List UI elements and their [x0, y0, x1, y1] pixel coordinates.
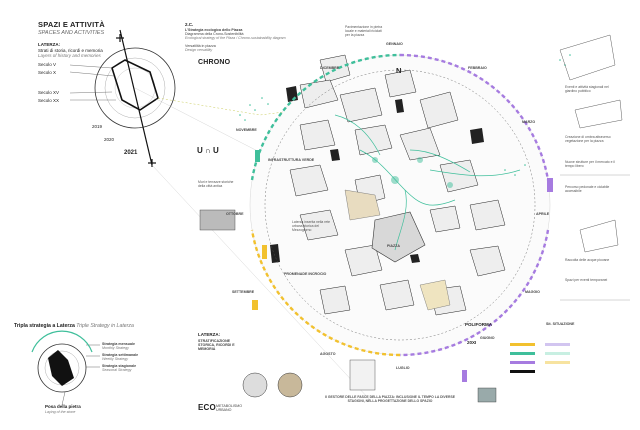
month-label: SETTEMBRE [232, 290, 255, 294]
right-note: Percorso pedonale e ciclabile accessibil… [565, 185, 610, 193]
month-label: MAGGIO [525, 290, 540, 294]
year-label: 2019 [92, 124, 103, 129]
poliform-label: POLIFORMA [465, 322, 492, 327]
strategy-circle [31, 330, 100, 406]
strategy-item-en: Seasonal Strategy [102, 368, 132, 372]
year-20-label: 20XI [467, 340, 477, 345]
right-sketches [559, 34, 630, 301]
eco-label: ECO [198, 403, 216, 412]
layers-title: LATERZA: [38, 42, 61, 47]
versatility-it: Versatilità in piazza [185, 44, 216, 48]
century-label: Secolo V [38, 62, 57, 67]
bottom-thumbnails [199, 209, 497, 403]
right-note: Eventi e attività stagionali nel giardin… [565, 85, 609, 93]
legend-strip [510, 343, 570, 373]
versatility-en: Design versatility [185, 48, 213, 52]
stratification-label: STRATIFICAZIONE STORICA, RICORDI E MEMOR… [198, 339, 235, 352]
month-label: LUGLIO [396, 366, 410, 370]
section-title: SPAZI E ATTIVITÀ [38, 20, 105, 29]
compass-north: N [396, 66, 402, 75]
map-circle [239, 53, 571, 382]
infrastructure-label: INFRASTRUTTURA VERDE [268, 158, 315, 162]
eco-sub: METABOLISMO URBANO [216, 404, 243, 413]
year-label: 2021 [124, 150, 138, 156]
situation-label: Sit. SITUAZIONE [546, 322, 575, 326]
month-label: AGOSTO [320, 352, 336, 356]
bottom-note: Il GESTORE DELLE FASCE DELLA PIAZZA: INC… [325, 395, 455, 403]
left-note: Muri e terrazze storiche della città ant… [198, 180, 234, 188]
century-label: Secolo XV [38, 90, 60, 95]
month-label: MARZO [522, 120, 536, 124]
u-symbol: U ∩ U [197, 146, 219, 155]
month-label: OTTOBRE [226, 212, 244, 216]
header-number: 2.C. [185, 22, 194, 27]
header-line: Diagramma della Crono-Sostenibilità [185, 32, 244, 36]
strategy-item: Strategia settimanale [102, 353, 139, 357]
right-note: Creazione di ombra attraverso vegetazion… [565, 135, 611, 143]
month-label: GENNAIO [386, 42, 403, 46]
promenade-label: PROMENADE INCROCIO [284, 272, 327, 276]
right-note: Spazi per eventi temporanei [565, 278, 608, 282]
strategy-item-en: Weekly Strategy [102, 357, 129, 361]
chrono-label: CHRONO [198, 59, 231, 66]
right-note: Nuove strutture per il mercato e il temp… [565, 160, 615, 168]
month-label: FEBBRAIO [468, 66, 487, 70]
top-note: Pavimentazione in pietra locale e materi… [345, 25, 383, 37]
strategy-item-en: Monthly Strategy [102, 346, 129, 350]
strategy-item: Strategia stagionale [102, 364, 137, 368]
plaza-label: PIAZZA [387, 244, 400, 248]
center-note: Laterza inserita nella rete urbana stori… [292, 220, 331, 232]
century-label: Secolo XX [38, 98, 60, 103]
strategy-title: Tripla strategia a Laterza Triple Strate… [14, 323, 134, 329]
month-label: GIUGNO [480, 336, 495, 340]
stone-title: Posa della pietra [45, 404, 81, 409]
section-subtitle: SPACES AND ACTIVITIES [38, 30, 105, 36]
stone-subtitle: Laying of the stone [45, 410, 76, 414]
year-label: 2020 [104, 137, 115, 142]
header-line: L'Strategia ecologica dello Piazza [185, 28, 243, 32]
month-label: DICEMBRE [320, 66, 340, 70]
layers-desc-en: Layers of history and memories [38, 53, 101, 58]
layers-desc-it: Strati di storia, ricordi e memoria [38, 48, 103, 53]
month-label: NOVEMBRE [236, 128, 257, 132]
laterza-label: LATERZA: [198, 332, 221, 337]
month-label: APRILE [536, 212, 550, 216]
right-note: Raccolta delle acque piovane [565, 258, 610, 262]
century-label: Secolo X [38, 70, 57, 75]
strategy-item: Strategia mensuale [102, 342, 135, 346]
header-line: Ecological strategy of the Plaza / Chron… [185, 36, 286, 40]
